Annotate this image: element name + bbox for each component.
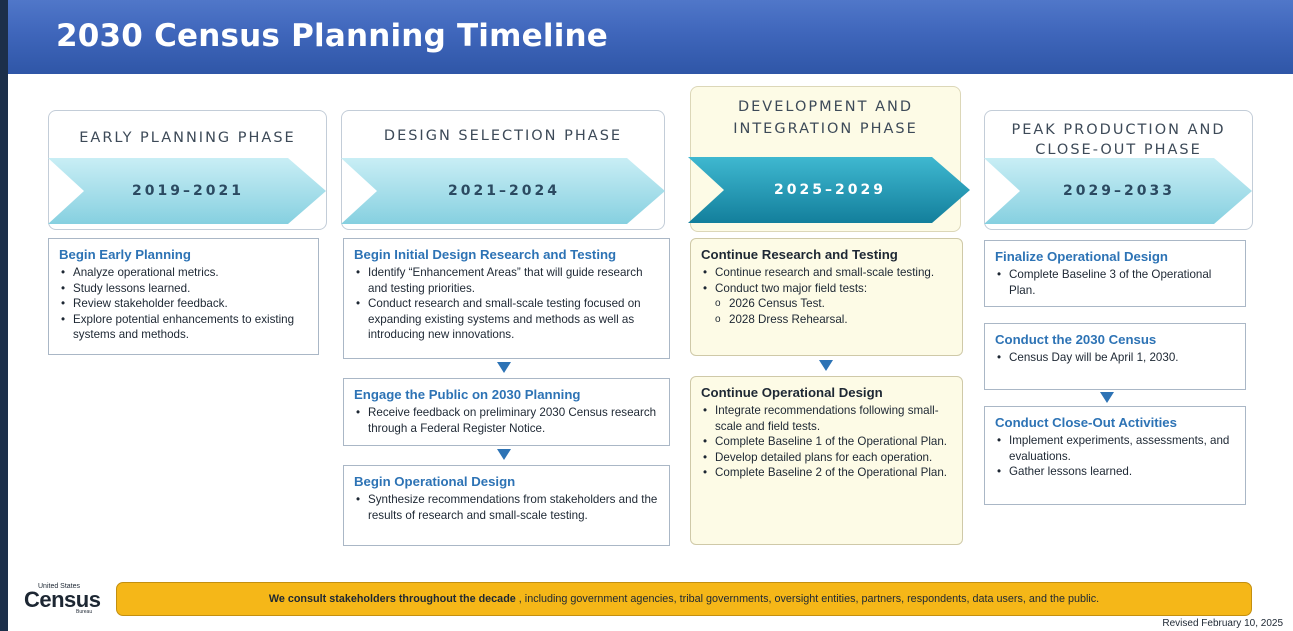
logo-line3: Bureau [76,609,93,615]
box-heading: Engage the Public on 2030 Planning [354,387,581,402]
bullet-item: Integrate recommendations following smal… [701,403,954,434]
timeline-slide: 2030 Census Planning Timeline EARLY PLAN… [8,0,1293,631]
bullet-item: Develop detailed plans for each operatio… [701,450,954,466]
sub-bullet-item: 2026 Census Test. [701,296,954,312]
years-arrow-2025-2029: 2025–2029 [688,157,972,223]
banner-bold-text: We consult stakeholders throughout the d… [268,593,516,605]
bullet-item: Conduct research and small-scale testing… [354,296,661,343]
chevron-arrow-shape [688,157,970,223]
phase-title: DESIGN SELECTION PHASE [383,128,623,144]
bullet-item: Complete Baseline 1 of the Operational P… [701,434,954,450]
phase-years: 2029–2033 [1063,183,1175,199]
logo-line1: United States [38,583,81,590]
bullet-item: Gather lessons learned. [995,464,1237,480]
census-bureau-logo: United States Census Bureau [24,583,114,615]
bullet-list: Implement experiments, assessments, and … [995,433,1237,480]
down-arrow-icon [497,362,511,373]
bullet-item: Census Day will be April 1, 2030. [995,350,1237,366]
bullet-item: Review stakeholder feedback. [59,296,310,312]
phase-title: EARLY PLANNING PHASE [79,130,296,146]
chevron-arrow-shape [984,158,1252,224]
phase-years: 2019–2021 [132,183,244,199]
stakeholder-banner: We consult stakeholders throughout the d… [116,582,1252,616]
bullet-item: Conduct two major field tests: [701,281,954,297]
phase-years: 2021–2024 [448,183,560,199]
box-finalize-operational-design: Finalize Operational Design Complete Bas… [984,240,1246,307]
bullet-list: Census Day will be April 1, 2030. [995,350,1237,366]
years-arrow-2029-2033: 2029–2033 [984,158,1254,224]
box-heading: Continue Operational Design [701,385,883,400]
bullet-list: Synthesize recommendations from stakehol… [354,492,661,523]
page-title: 2030 Census Planning Timeline [56,18,609,54]
box-continue-operational-design: Continue Operational Design Integrate re… [690,376,963,545]
box-initial-design-research: Begin Initial Design Research and Testin… [343,238,670,359]
box-begin-early-planning: Begin Early Planning Analyze operational… [48,238,319,355]
title-bar: 2030 Census Planning Timeline [8,0,1293,74]
years-arrow-2021-2024: 2021–2024 [341,158,667,224]
bullet-item: Receive feedback on preliminary 2030 Cen… [354,405,661,436]
bullet-item: Synthesize recommendations from stakehol… [354,492,661,523]
bullet-item: Complete Baseline 2 of the Operational P… [701,465,954,481]
box-heading: Begin Early Planning [59,247,191,262]
bullet-item: Analyze operational metrics. [59,265,310,281]
bullet-list: Continue research and small-scale testin… [701,265,954,327]
box-begin-operational-design: Begin Operational Design Synthesize reco… [343,465,670,546]
years-arrow-2019-2021: 2019–2021 [48,158,328,224]
bullet-list: Complete Baseline 3 of the Operational P… [995,267,1237,298]
chevron-arrow-shape [341,158,665,224]
down-arrow-icon [1100,392,1114,403]
phase-years: 2025–2029 [774,182,886,198]
bullet-list: Analyze operational metrics. Study lesso… [59,265,310,343]
box-continue-research-testing: Continue Research and Testing Continue r… [690,238,963,356]
banner-text: , including government agencies, tribal … [518,593,1100,605]
down-arrow-icon [819,360,833,371]
bullet-item: Continue research and small-scale testin… [701,265,954,281]
phase-title-line1: DEVELOPMENT AND [737,99,914,115]
revised-date: Revised February 10, 2025 [1162,618,1283,629]
box-heading: Begin Operational Design [354,474,516,489]
bullet-list: Identify “Enhancement Areas” that will g… [354,265,661,343]
box-engage-public: Engage the Public on 2030 Planning Recei… [343,378,670,446]
bullet-list: Receive feedback on preliminary 2030 Cen… [354,405,661,436]
bullet-item: Identify “Enhancement Areas” that will g… [354,265,661,296]
chevron-arrow-shape [48,158,326,224]
box-heading: Conduct the 2030 Census [995,332,1157,347]
logo-line2: Census [24,587,101,612]
phase-title-line2: CLOSE-OUT PHASE [1035,142,1202,158]
bullet-list: Integrate recommendations following smal… [701,403,954,481]
box-close-out-activities: Conduct Close-Out Activities Implement e… [984,406,1246,505]
bullet-item: Implement experiments, assessments, and … [995,433,1237,464]
box-heading: Finalize Operational Design [995,249,1168,264]
phase-title-line2: INTEGRATION PHASE [733,121,918,137]
phase-title-line1: PEAK PRODUCTION AND [1011,122,1226,138]
sub-bullet-item: 2028 Dress Rehearsal. [701,312,954,328]
box-heading: Continue Research and Testing [701,247,898,262]
bullet-item: Study lessons learned. [59,281,310,297]
box-heading: Begin Initial Design Research and Testin… [354,247,617,262]
down-arrow-icon [497,449,511,460]
box-conduct-2030-census: Conduct the 2030 Census Census Day will … [984,323,1246,390]
bullet-item: Explore potential enhancements to existi… [59,312,310,343]
bullet-item: Complete Baseline 3 of the Operational P… [995,267,1237,298]
box-heading: Conduct Close-Out Activities [995,415,1177,430]
